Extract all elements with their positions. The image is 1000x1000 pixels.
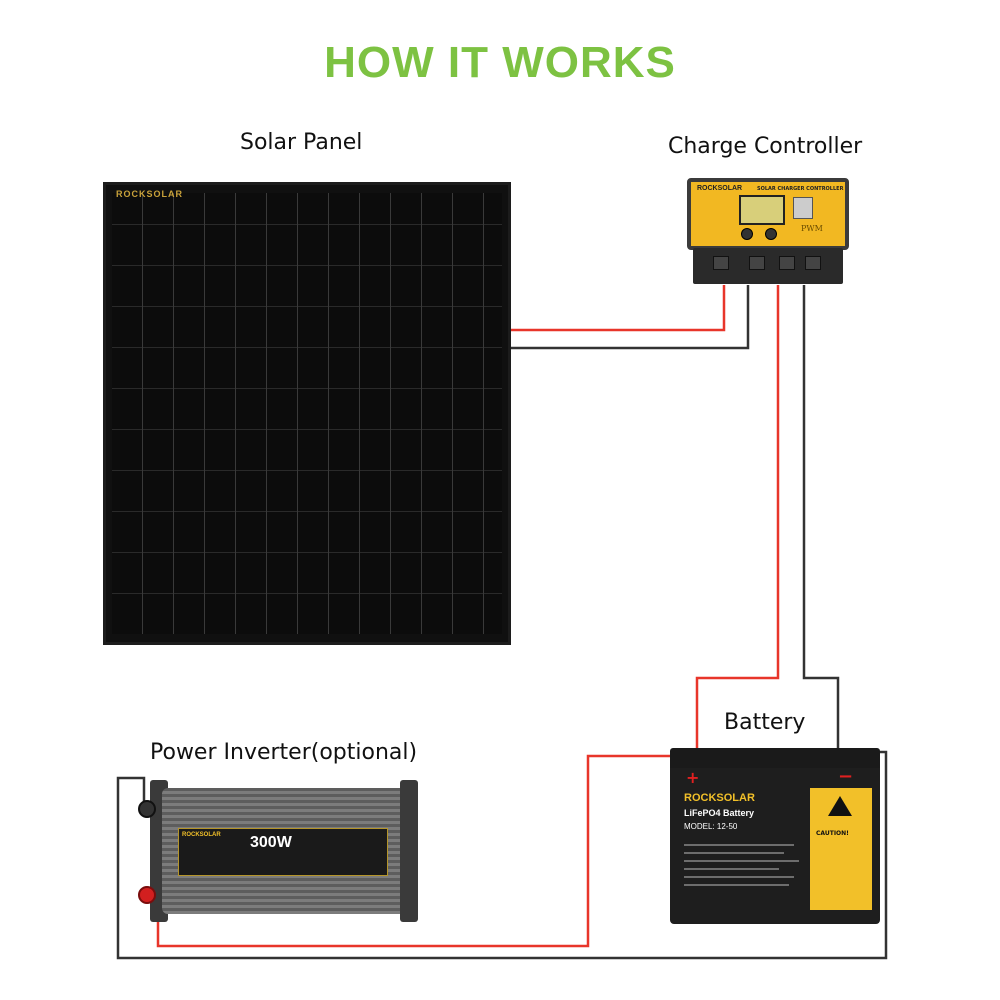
battery-lid bbox=[670, 748, 880, 768]
positive-terminal-icon: + bbox=[686, 768, 700, 787]
panel-positive-wire bbox=[511, 285, 726, 332]
solar-panel-label: Solar Panel bbox=[240, 130, 363, 155]
battery-model: MODEL: 12-50 bbox=[684, 822, 738, 831]
terminal-icon bbox=[749, 256, 765, 270]
inverter-logo: ROCKSOLAR bbox=[182, 832, 221, 838]
battery-label: Battery bbox=[724, 710, 806, 735]
controller-lcd-display bbox=[739, 195, 785, 225]
controller-mode: PWM bbox=[801, 224, 823, 233]
battery-type: LiFePO4 Battery bbox=[684, 808, 755, 818]
controller-terminal-block bbox=[693, 248, 843, 284]
spec-line bbox=[684, 860, 799, 862]
inverter-end-cap bbox=[400, 780, 418, 922]
spec-line bbox=[684, 852, 784, 854]
controller-title: SOLAR CHARGER CONTROLLER bbox=[757, 186, 844, 192]
negative-terminal-icon bbox=[138, 800, 156, 818]
inverter-negative-wire bbox=[116, 750, 888, 960]
controller-logo: ROCKSOLAR bbox=[697, 185, 743, 192]
spec-line bbox=[684, 868, 779, 870]
controller-faceplate: ROCKSOLAR SOLAR CHARGER CONTROLLER PWM bbox=[687, 178, 849, 250]
battery: + − ROCKSOLAR LiFePO4 Battery MODEL: 12-… bbox=[670, 748, 880, 924]
positive-terminal-icon bbox=[138, 886, 156, 904]
charge-controller-label: Charge Controller bbox=[668, 134, 863, 159]
battery-positive-wire bbox=[695, 285, 780, 760]
spec-line bbox=[684, 844, 794, 846]
warning-triangle-icon bbox=[828, 796, 852, 816]
terminal-icon bbox=[713, 256, 729, 270]
solar-cell-grid bbox=[112, 193, 502, 634]
spec-line bbox=[684, 876, 794, 878]
controller-button-icon bbox=[765, 228, 777, 240]
terminal-icon bbox=[805, 256, 821, 270]
inverter-positive-wire bbox=[156, 754, 690, 948]
inverter-label-panel bbox=[178, 828, 388, 876]
solar-panel: ROCKSOLAR bbox=[103, 182, 511, 645]
panel-logo: ROCKSOLAR bbox=[116, 189, 183, 199]
battery-negative-wire bbox=[802, 285, 840, 760]
caution-text: CAUTION! bbox=[816, 830, 849, 837]
spec-line bbox=[684, 884, 789, 886]
terminal-icon bbox=[779, 256, 795, 270]
charge-controller: ROCKSOLAR SOLAR CHARGER CONTROLLER PWM bbox=[687, 178, 849, 286]
power-inverter: ROCKSOLAR 300W bbox=[138, 780, 420, 925]
panel-negative-wire bbox=[511, 285, 750, 350]
page-title: HOW IT WORKS bbox=[324, 38, 676, 87]
battery-logo: ROCKSOLAR bbox=[684, 792, 755, 804]
usb-port-icon bbox=[793, 197, 813, 219]
inverter-power-rating: 300W bbox=[250, 834, 292, 851]
controller-button-icon bbox=[741, 228, 753, 240]
negative-terminal-icon: − bbox=[838, 766, 854, 787]
inverter-label: Power Inverter(optional) bbox=[150, 740, 418, 765]
